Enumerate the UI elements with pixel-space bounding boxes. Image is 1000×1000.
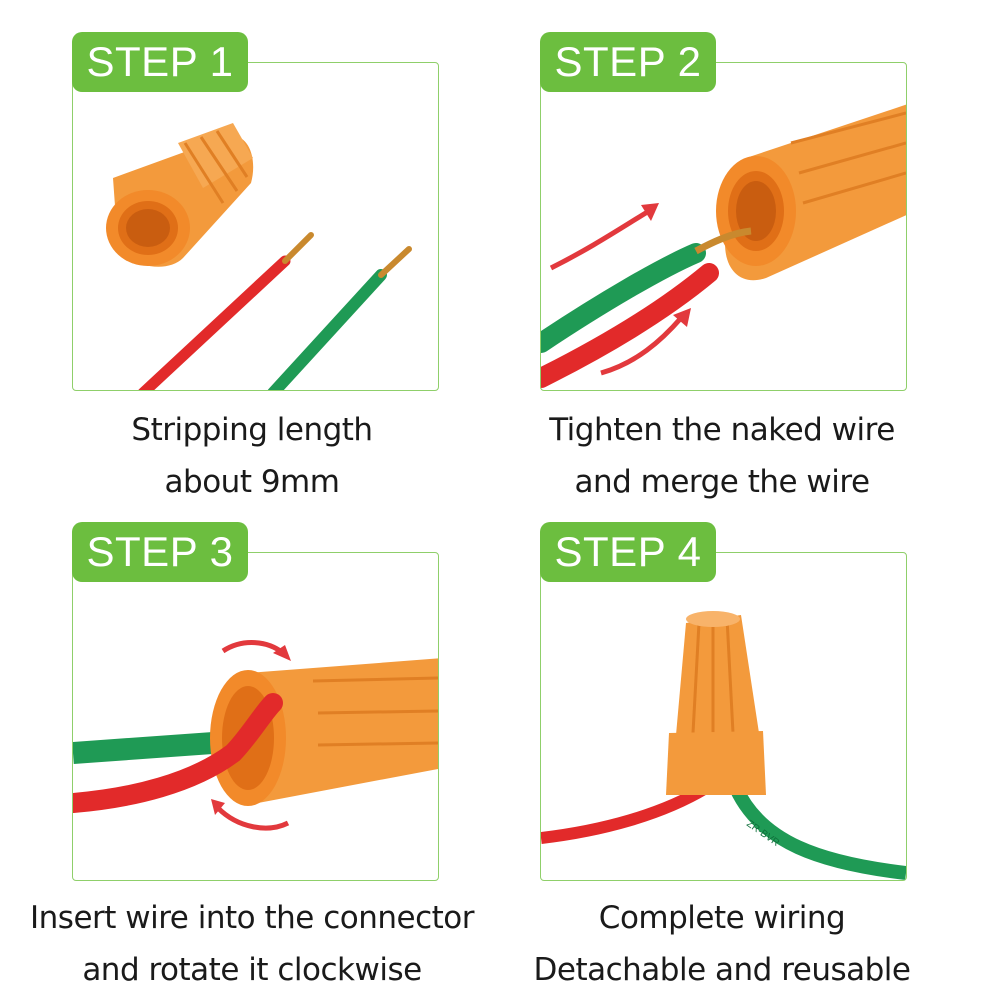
red-wire [541, 782, 710, 844]
green-wire: ZR-BVR [729, 784, 906, 880]
wire-connector-icon [666, 611, 766, 795]
step-4-caption: Complete wiring Detachable and reusable [482, 892, 962, 996]
step-2-caption-line-2: and merge the wire [574, 464, 870, 500]
step-1-illustration [106, 123, 412, 390]
step-2-caption: Tighten the naked wire and merge the wir… [482, 404, 962, 508]
step-1-image-panel [72, 62, 439, 391]
step-3-caption-line-1: Insert wire into the connector [30, 900, 474, 936]
red-wire [138, 232, 314, 390]
step-1-badge: STEP 1 [72, 32, 248, 92]
step-3-caption-line-2: and rotate it clockwise [82, 952, 422, 988]
green-wire [267, 246, 412, 390]
step-4-image-panel: ZR-BVR [540, 552, 907, 881]
rotate-arrow-icon [211, 799, 290, 831]
direction-arrow-icon [549, 203, 659, 271]
twisted-copper-wire [694, 227, 752, 255]
step-3-illustration [73, 640, 438, 831]
step-1-caption-line-1: Stripping length [131, 412, 373, 448]
direction-arrow-icon [600, 308, 691, 376]
step-4-caption-line-2: Detachable and reusable [533, 952, 911, 988]
step-2-badge: STEP 2 [540, 32, 716, 92]
step-2-caption-line-1: Tighten the naked wire [549, 412, 895, 448]
step-2-image-panel [540, 62, 907, 391]
step-4-badge: STEP 4 [540, 522, 716, 582]
red-wire [73, 693, 283, 813]
step-3-badge: STEP 3 [72, 522, 248, 582]
wire-connector-icon [716, 104, 906, 281]
wire-connector-icon [106, 123, 254, 267]
step-4-illustration: ZR-BVR [541, 611, 906, 880]
step-1-caption-line-2: about 9mm [164, 464, 340, 500]
step-2-illustration [541, 104, 906, 388]
step-4-caption-line-1: Complete wiring [598, 900, 846, 936]
step-3-caption: Insert wire into the connector and rotat… [12, 892, 492, 996]
step-3-image-panel [72, 552, 439, 881]
red-wire [541, 263, 719, 388]
green-wire [541, 243, 706, 353]
step-1-caption: Stripping length about 9mm [12, 404, 492, 508]
rotate-arrow-icon [221, 640, 291, 661]
